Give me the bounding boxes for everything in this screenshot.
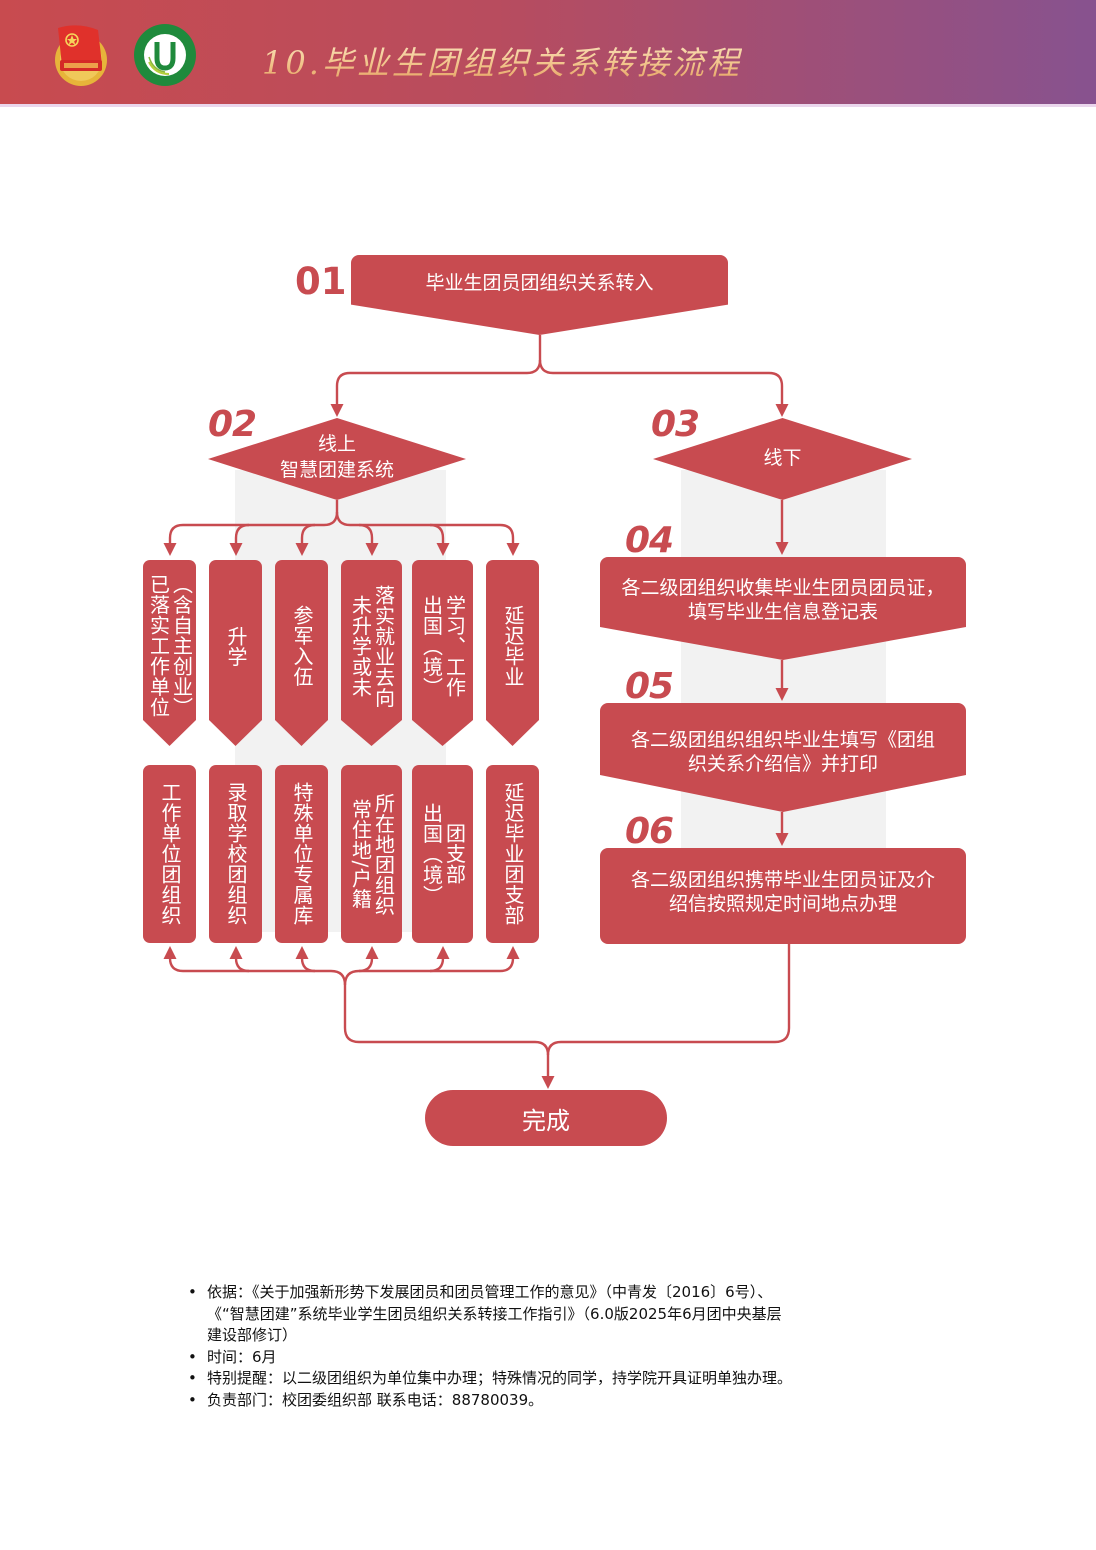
step-number-05: 05 xyxy=(625,666,674,707)
connector-online-to-finish xyxy=(343,985,550,1077)
note-text: 特别提醒：以二级团组织为单位集中办理；特殊情况的同学，持学院开具证明单独办理。 xyxy=(207,1369,793,1387)
step-06-text: 各二级团组织携带毕业生团员证及介 绍信按照规定时间地点办理 xyxy=(600,868,966,916)
target-box-2: 录取学校团组织 xyxy=(209,765,262,943)
step-04-text: 各二级团组织收集毕业生团员团员证， 填写毕业生信息登记表 xyxy=(600,576,966,624)
connector-target-5 xyxy=(429,957,445,973)
step-number-04: 04 xyxy=(625,520,674,561)
step-06-line1: 各二级团组织携带毕业生团员证及介 xyxy=(630,869,935,891)
step-01-box: 毕业生团员团组织关系转入 xyxy=(351,255,728,335)
situation-box-4: 落实就业去向 未升学或未 xyxy=(341,560,402,746)
step-01-text: 毕业生团员团组织关系转入 xyxy=(425,272,654,294)
bullet-icon: • xyxy=(188,1390,197,1409)
target-box-1: 工作单位团组织 xyxy=(143,765,196,943)
situation-label: 学习、工作 出国（境） xyxy=(419,594,467,698)
situation-box-2: 升学 xyxy=(209,560,262,746)
connector-targets-right xyxy=(343,957,515,986)
target-label: 团支部 出国（境） xyxy=(419,802,467,906)
connector-01-to-02 xyxy=(335,335,542,405)
arrowhead-to-finish xyxy=(541,1076,555,1089)
situation-label: 参军入伍 xyxy=(290,605,314,687)
arrowhead-situation-6 xyxy=(506,543,520,556)
arrowhead-target-3 xyxy=(295,946,309,959)
target-label: 所在地团组织 常住地/户籍 xyxy=(348,792,396,916)
step-number-01: 01 xyxy=(295,260,347,303)
step-02-line1: 线上 xyxy=(317,433,356,455)
step-06-line2: 绍信按照规定时间地点办理 xyxy=(668,893,897,915)
target-box-4: 所在地团组织 常住地/户籍 xyxy=(341,765,402,943)
communist-youth-league-emblem-icon xyxy=(55,25,107,86)
finish-label: 完成 xyxy=(522,1106,570,1135)
bullet-icon: • xyxy=(188,1283,197,1301)
connector-targets-left xyxy=(168,957,347,986)
bullet-icon: • xyxy=(188,1347,197,1366)
connector-target-3 xyxy=(300,957,316,973)
note-text: 时间：6月 xyxy=(207,1347,277,1366)
target-label: 工作单位团组织 xyxy=(158,782,182,926)
jiangsu-university-logo-icon xyxy=(134,24,196,86)
target-box-6: 延迟毕业团支部 xyxy=(486,765,539,943)
step-number-06: 06 xyxy=(625,811,674,852)
bullet-icon: • xyxy=(188,1369,197,1387)
step-number-02: 02 xyxy=(208,404,257,445)
step-04-line2: 填写毕业生信息登记表 xyxy=(687,601,878,623)
connector-01-to-03 xyxy=(538,359,784,405)
step-02-line2: 智慧团建系统 xyxy=(279,459,394,481)
online-background-band xyxy=(235,470,446,932)
arrowhead-target-5 xyxy=(436,946,450,959)
situation-box-6: 延迟毕业 xyxy=(486,560,539,746)
note-time: • 时间：6月 xyxy=(188,1347,928,1369)
note-basis: • 依据：《关于加强新形势下发展团员和团员管理工作的意见》（中青发〔2016〕6号… xyxy=(188,1282,928,1347)
situation-label: 延迟毕业 xyxy=(501,605,525,687)
finish-terminal: 完成 xyxy=(425,1090,667,1146)
situation-box-1: （含自主创业） 已落实工作单位 xyxy=(143,560,196,746)
page-title: 10.毕业生团组织关系转接流程 xyxy=(262,38,742,84)
note-text: 负责部门：校团委组织部 联系电话：88780039。 xyxy=(207,1390,544,1409)
note-text: 依据：《关于加强新形势下发展团员和团员管理工作的意见》（中青发〔2016〕6号）… xyxy=(207,1283,782,1344)
note-reminder: • 特别提醒：以二级团组织为单位集中办理；特殊情况的同学，持学院开具证明单独办理。 xyxy=(188,1368,928,1390)
arrowhead-to-03 xyxy=(775,404,789,417)
connector-target-4 xyxy=(358,957,374,973)
arrowhead-target-1 xyxy=(163,946,177,959)
step-05-box: 各二级团组织组织毕业生填写《团组 织关系介绍信》并打印 xyxy=(600,703,966,812)
situation-label: 落实就业去向 未升学或未 xyxy=(348,584,396,708)
arrowhead-to-02 xyxy=(330,404,344,417)
note-department: • 负责部门：校团委组织部 联系电话：88780039。 xyxy=(188,1390,928,1412)
target-box-3: 特殊单位专属库 xyxy=(275,765,328,943)
situation-box-3: 参军入伍 xyxy=(275,560,328,746)
target-label: 录取学校团组织 xyxy=(224,782,248,926)
step-04-line1: 各二级团组织收集毕业生团员团员证， xyxy=(621,577,945,599)
step-05-text: 各二级团组织组织毕业生填写《团组 织关系介绍信》并打印 xyxy=(600,728,966,776)
step-03-text: 线下 xyxy=(763,447,802,469)
target-label: 延迟毕业团支部 xyxy=(501,782,525,926)
step-number-03: 03 xyxy=(651,404,700,445)
situation-box-5: 学习、工作 出国（境） xyxy=(412,560,473,746)
target-box-5: 团支部 出国（境） xyxy=(412,765,473,943)
step-05-line2: 织关系介绍信》并打印 xyxy=(687,753,878,775)
arrowhead-target-2 xyxy=(229,946,243,959)
connector-offline-to-finish xyxy=(546,944,791,1056)
arrowhead-situation-1 xyxy=(163,543,177,556)
target-label: 特殊单位专属库 xyxy=(290,782,314,926)
situation-label: 升学 xyxy=(224,625,248,667)
arrowhead-target-4 xyxy=(365,946,379,959)
arrowhead-target-6 xyxy=(506,946,520,959)
step-06-box: 各二级团组织携带毕业生团员证及介 绍信按照规定时间地点办理 xyxy=(600,848,966,944)
notes-list: • 依据：《关于加强新形势下发展团员和团员管理工作的意见》（中青发〔2016〕6号… xyxy=(188,1282,928,1411)
connector-target-2 xyxy=(234,957,250,973)
page-header: 10.毕业生团组织关系转接流程 xyxy=(0,0,1096,107)
step-04-box: 各二级团组织收集毕业生团员团员证， 填写毕业生信息登记表 xyxy=(600,557,966,660)
situation-label: （含自主创业） 已落实工作单位 xyxy=(146,574,194,718)
step-05-line1: 各二级团组织组织毕业生填写《团组 xyxy=(630,729,935,751)
